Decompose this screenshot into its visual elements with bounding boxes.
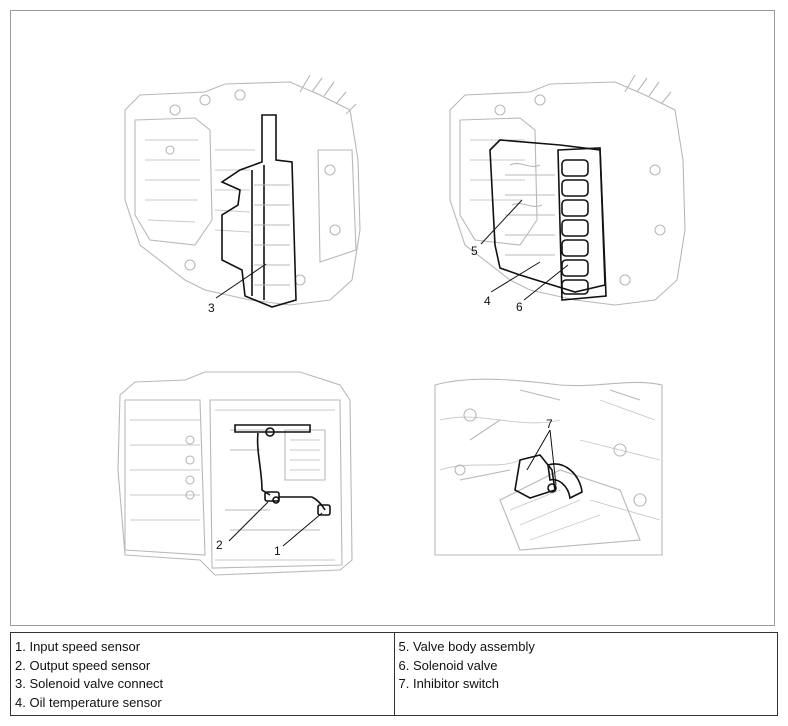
callout-6: 6 [516,300,523,314]
leader-7a [526,429,551,471]
leader-5 [480,199,523,245]
legend-item-oil-temperature-sensor: 4. Oil temperature sensor [15,694,162,710]
leader-2 [228,501,269,542]
figure-frame [10,10,775,626]
legend-table: 1. Input speed sensor 2. Output speed se… [10,632,778,716]
legend-column-right: 5. Valve body assembly 6. Solenoid valve… [393,633,778,715]
leader-4 [490,261,541,293]
legend-item-solenoid-valve-connect: 3. Solenoid valve connect [15,676,164,691]
solenoid-valve-connector [220,114,297,308]
callout-3: 3 [208,301,215,315]
leader-6 [523,264,569,301]
legend-item-input-speed-sensor: 1. Input speed sensor [15,639,141,654]
legend-item-inhibitor-switch: 7. Inhibitor switch [398,676,499,691]
callout-2: 2 [216,538,223,552]
callout-4: 4 [484,294,491,308]
figure-drawing: 3 5 4 6 [117,74,686,576]
legend-item-valve-body-assembly: 5. Valve body assembly [398,639,535,654]
callout-5: 5 [471,244,478,258]
valve-body-assembly [489,139,606,293]
leader-1 [282,512,323,547]
transmission-view-top-right [449,74,686,306]
transmission-view-top-left [124,74,361,306]
legend-item-output-speed-sensor: 2. Output speed sensor [15,657,151,673]
legend-column-left: 1. Input speed sensor 2. Output speed se… [11,633,394,715]
leader-7b [549,429,557,486]
callout-7: 7 [546,417,553,431]
leader-3 [215,263,267,299]
solenoid-valves [557,147,607,301]
speed-sensor-wiring [234,424,331,516]
inhibitor-switch [514,454,583,500]
transmission-view-bottom-left [117,371,353,576]
callout-1: 1 [274,544,281,558]
legend-item-solenoid-valve: 6. Solenoid valve [398,657,498,673]
